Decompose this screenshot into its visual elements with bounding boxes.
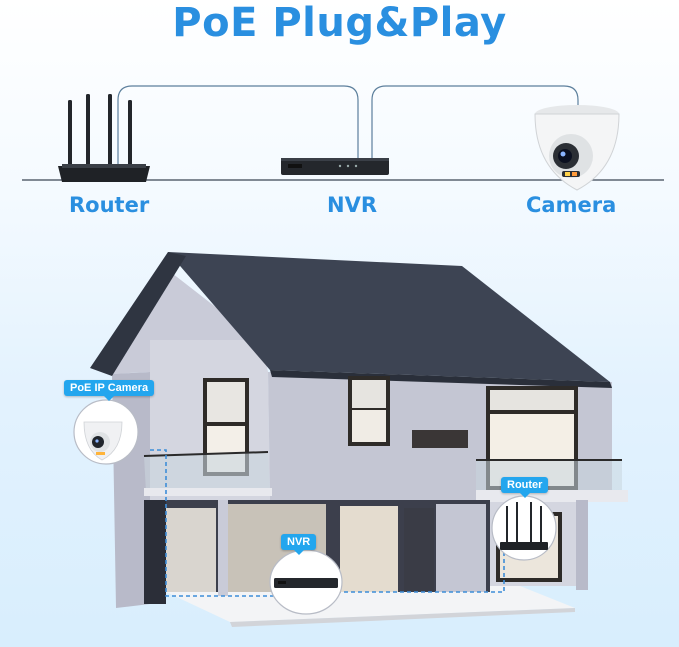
nvr-label: NVR bbox=[327, 193, 377, 217]
nvr-camera-cable bbox=[371, 85, 579, 160]
router-label: Router bbox=[69, 193, 150, 217]
router-icon bbox=[58, 94, 150, 182]
house-camera-circle bbox=[73, 399, 139, 465]
page-title: PoE Plug&Play bbox=[172, 0, 507, 46]
dome-camera-icon bbox=[534, 105, 620, 191]
house-nvr-circle bbox=[269, 549, 343, 615]
router-callout: Router bbox=[501, 477, 549, 498]
poe-ip-camera-callout: PoE IP Camera bbox=[64, 380, 155, 401]
house-illustration bbox=[90, 252, 628, 627]
camera-label: Camera bbox=[526, 193, 617, 217]
nvr-icon bbox=[281, 158, 389, 175]
nvr-callout: NVR bbox=[281, 534, 317, 555]
house-router-circle bbox=[491, 495, 557, 561]
router-nvr-cable bbox=[117, 85, 359, 165]
